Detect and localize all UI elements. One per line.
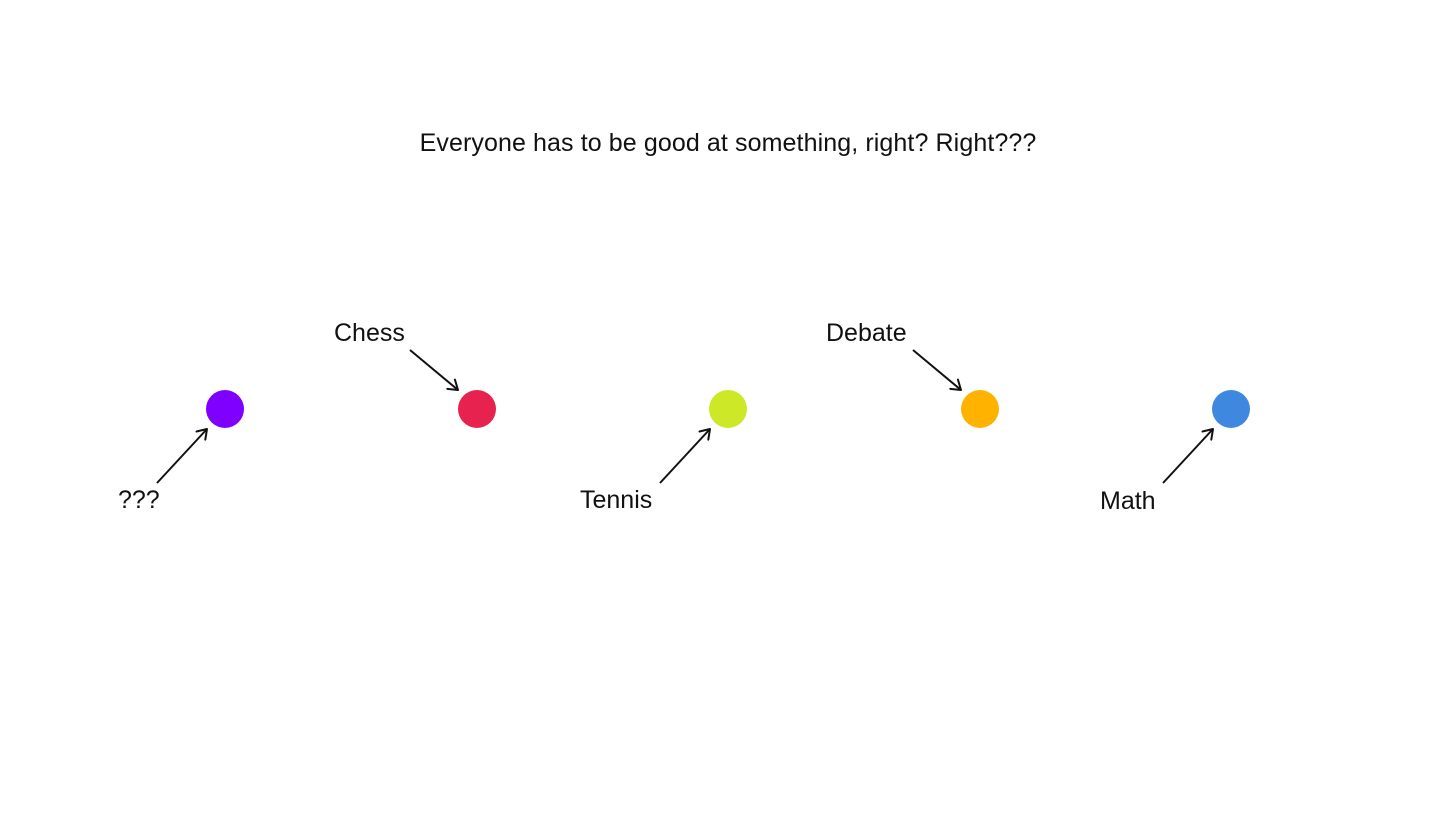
label-unknown: ???	[118, 486, 160, 514]
arrow-chess	[409, 349, 459, 391]
label-chess: Chess	[334, 319, 405, 347]
node-dot-unknown	[206, 390, 244, 428]
arrow-tennis	[659, 428, 711, 484]
slide-title: Everyone has to be good at something, ri…	[419, 129, 1037, 157]
arrow-math	[1162, 428, 1214, 484]
label-tennis: Tennis	[580, 486, 653, 514]
label-debate: Debate	[826, 319, 907, 347]
node-dot-math	[1212, 390, 1250, 428]
arrow-unknown	[156, 428, 208, 484]
label-math: Math	[1100, 487, 1156, 515]
node-dot-tennis	[709, 390, 747, 428]
arrow-debate	[912, 349, 962, 391]
node-dot-debate	[961, 390, 999, 428]
node-dot-chess	[458, 390, 496, 428]
